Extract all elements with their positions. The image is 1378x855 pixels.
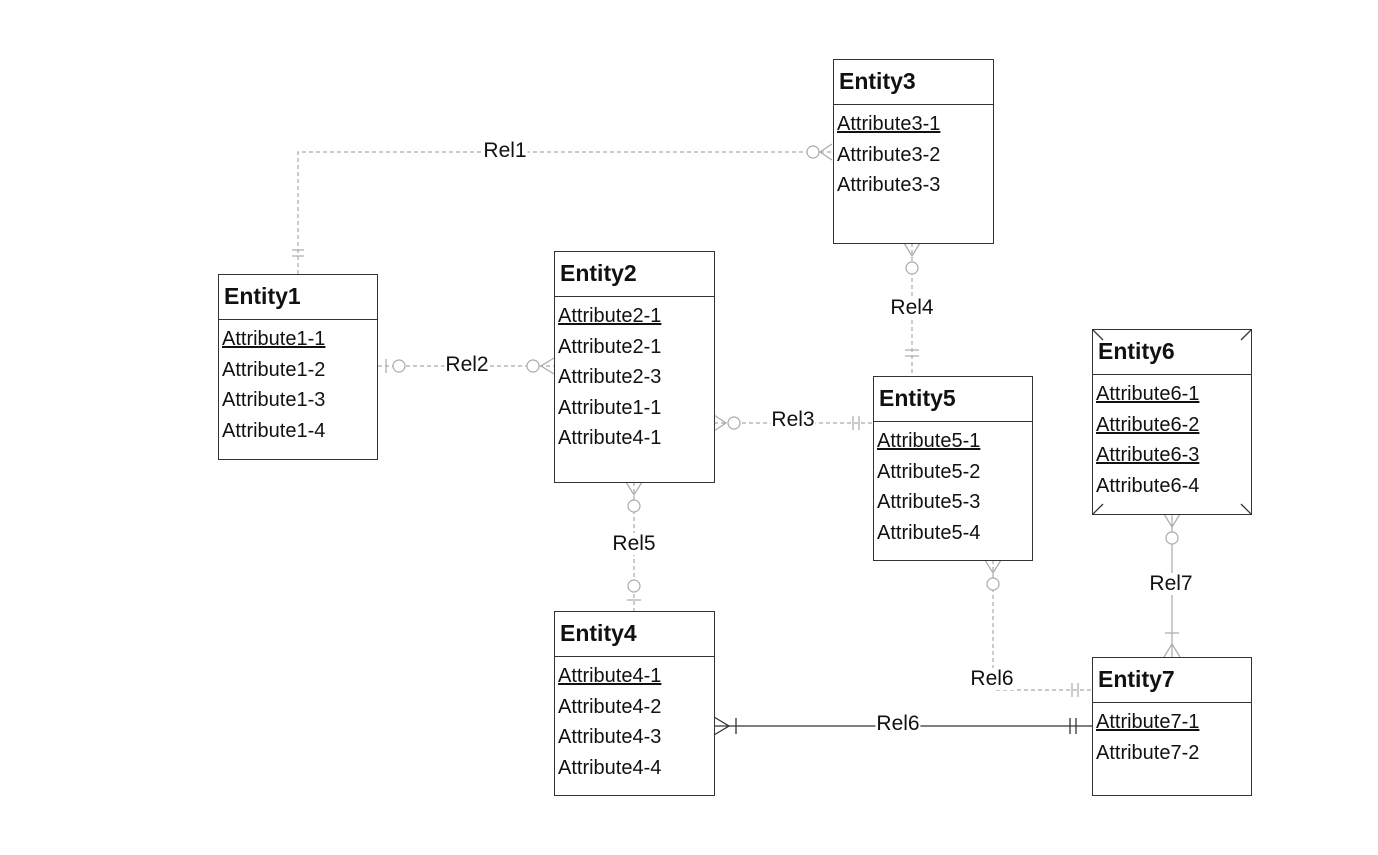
entity7-attribute: Attribute7-2	[1096, 741, 1200, 764]
rel4-label: Rel4	[889, 296, 935, 319]
entity4-attribute: Attribute4-4	[558, 756, 662, 779]
entity3-attribute: Attribute3-2	[837, 143, 941, 166]
entity5-title: Entity5	[874, 377, 1032, 422]
entity4-title: Entity4	[555, 612, 714, 657]
entity3-attribute: Attribute3-3	[837, 174, 941, 196]
entity6-attribute: Attribute6-2	[1096, 413, 1200, 436]
entity6-attribute: Attribute6-3	[1096, 444, 1200, 466]
entity3-box[interactable]: Entity3 Attribute3-1 Attribute3-2 Attrib…	[833, 59, 994, 244]
entity1-box[interactable]: Entity1 Attribute1-1 Attribute1-2 Attrib…	[218, 274, 378, 460]
rel7-label: Rel7	[1148, 572, 1194, 595]
entity4-attribute: Attribute4-1	[558, 665, 662, 687]
entity3-title: Entity3	[834, 60, 993, 105]
corner-mark-icon	[1092, 329, 1104, 341]
entity3-attribute: Attribute3-1	[837, 113, 941, 135]
entity2-box[interactable]: Entity2 Attribute2-1 Attribute2-1 Attrib…	[554, 251, 715, 483]
entity4-attribute: Attribute4-2	[558, 695, 662, 718]
entity6-box[interactable]: Entity6 Attribute6-1 Attribute6-2 Attrib…	[1092, 329, 1252, 515]
entity5-attribute: Attribute5-4	[877, 521, 981, 544]
entity2-attribute: Attribute1-1	[558, 396, 662, 419]
rel6b-label: Rel6	[875, 712, 921, 735]
entity1-attribute: Attribute1-2	[222, 358, 326, 381]
entity5-attribute: Attribute5-3	[877, 491, 981, 513]
entity2-title: Entity2	[555, 252, 714, 297]
entity1-attribute: Attribute1-4	[222, 419, 326, 442]
entity7-attribute: Attribute7-1	[1096, 711, 1200, 733]
entity1-attribute: Attribute1-1	[222, 328, 326, 350]
rel1-label: Rel1	[482, 139, 528, 162]
entity5-box[interactable]: Entity5 Attribute5-1 Attribute5-2 Attrib…	[873, 376, 1033, 561]
entity5-attribute: Attribute5-1	[877, 430, 981, 452]
entity2-attribute: Attribute2-1	[558, 305, 662, 327]
entity6-title: Entity6	[1093, 330, 1251, 375]
entity4-attribute: Attribute4-3	[558, 726, 662, 748]
entity2-attribute: Attribute4-1	[558, 427, 662, 449]
entity6-attribute: Attribute6-4	[1096, 474, 1200, 497]
entity7-title: Entity7	[1093, 658, 1251, 703]
rel3-label: Rel3	[770, 408, 816, 431]
rel6a-label: Rel6	[969, 667, 1015, 690]
rel2-connector	[378, 357, 555, 375]
entity2-attribute: Attribute2-3	[558, 366, 662, 388]
rel2-label: Rel2	[444, 353, 490, 376]
corner-mark-icon	[1092, 503, 1104, 515]
entity6-attribute: Attribute6-1	[1096, 383, 1200, 405]
entity1-attribute: Attribute1-3	[222, 389, 326, 411]
rel6a-connector	[984, 559, 1092, 697]
corner-mark-icon	[1240, 329, 1252, 341]
entity1-title: Entity1	[219, 275, 377, 320]
rel1-connector	[292, 143, 833, 274]
rel4-connector	[903, 242, 921, 376]
entity2-attribute: Attribute2-1	[558, 335, 662, 358]
entity5-attribute: Attribute5-2	[877, 460, 981, 483]
corner-mark-icon	[1240, 503, 1252, 515]
entity4-box[interactable]: Entity4 Attribute4-1 Attribute4-2 Attrib…	[554, 611, 715, 796]
entity7-box[interactable]: Entity7 Attribute7-1 Attribute7-2	[1092, 657, 1252, 796]
rel5-label: Rel5	[611, 532, 657, 555]
